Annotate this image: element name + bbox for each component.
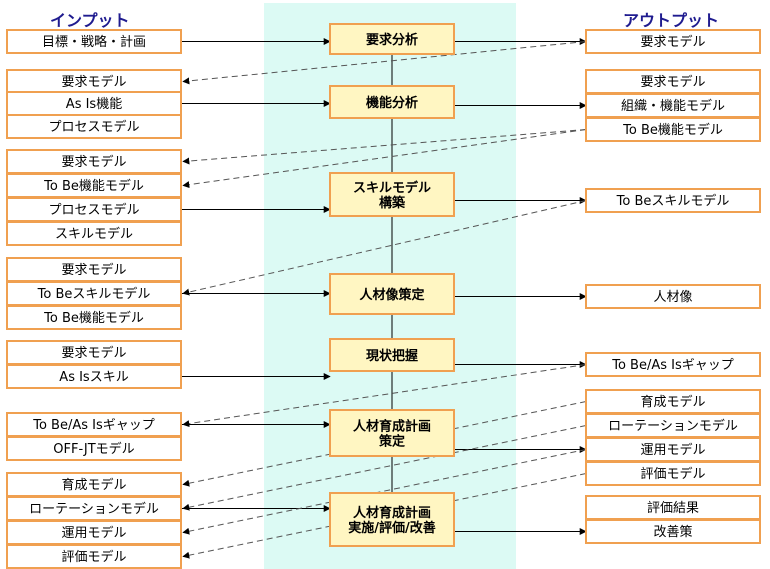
output-label: 運用モデル bbox=[640, 442, 705, 458]
input-label: 評価モデル bbox=[61, 549, 126, 565]
input-box bbox=[6, 364, 182, 389]
process-box-p1 bbox=[329, 23, 455, 55]
process-box-p3 bbox=[329, 172, 455, 217]
feedback-arrow bbox=[182, 200, 587, 296]
feedback-arrow bbox=[182, 364, 587, 428]
output-label: 評価結果 bbox=[647, 501, 699, 516]
input-label: ローテーションモデル bbox=[29, 501, 159, 517]
process-box-p2 bbox=[329, 85, 455, 119]
input-box bbox=[6, 114, 182, 139]
input-box bbox=[6, 305, 182, 330]
feedback-arrow bbox=[182, 425, 587, 511]
process-label: 人材育成計画 bbox=[353, 505, 431, 521]
input-label: To Be機能モデル bbox=[43, 310, 144, 326]
input-header: インプット bbox=[50, 11, 130, 30]
process-label: 機能分析 bbox=[366, 95, 418, 111]
output-label: 育成モデル bbox=[640, 394, 705, 410]
feedback-arrow bbox=[182, 129, 587, 189]
output-box bbox=[585, 519, 761, 544]
output-label: To Be/As Isギャップ bbox=[611, 358, 734, 373]
input-label: プロセスモデル bbox=[48, 202, 139, 218]
output-label: 改善策 bbox=[653, 524, 692, 540]
process-box-p4 bbox=[329, 273, 455, 315]
output-box bbox=[585, 29, 761, 54]
output-label: 人材像 bbox=[653, 290, 692, 305]
output-header: アウトプット bbox=[623, 11, 719, 30]
process-label: 策定 bbox=[379, 434, 405, 450]
input-box bbox=[6, 221, 182, 246]
output-label: 評価モデル bbox=[640, 466, 705, 482]
output-box bbox=[585, 284, 761, 309]
output-label: 要求モデル bbox=[640, 74, 705, 90]
input-label: As Isスキル bbox=[59, 370, 128, 385]
output-box bbox=[585, 461, 761, 486]
process-box-p6 bbox=[329, 409, 455, 457]
output-box bbox=[585, 188, 761, 213]
input-label: プロセスモデル bbox=[48, 119, 139, 135]
process-label: 実施/評価/改善 bbox=[348, 520, 436, 536]
input-label: As Is機能 bbox=[66, 97, 122, 112]
input-label: 要求モデル bbox=[61, 345, 126, 361]
feedback-arrow bbox=[182, 449, 587, 535]
process-label: 現状把握 bbox=[366, 348, 418, 364]
input-box bbox=[6, 544, 182, 569]
process-box-p5 bbox=[329, 338, 455, 372]
input-box bbox=[6, 29, 182, 54]
process-label: スキルモデル bbox=[353, 180, 431, 196]
output-label: 要求モデル bbox=[640, 34, 705, 50]
input-label: 目標・戦略・計画 bbox=[42, 34, 146, 50]
output-box bbox=[585, 352, 761, 377]
input-label: OFF-JTモデル bbox=[53, 441, 134, 457]
input-label: To Beスキルモデル bbox=[37, 286, 151, 302]
process-label: 人材育成計画 bbox=[353, 419, 431, 435]
output-label: ローテーションモデル bbox=[608, 418, 738, 434]
input-label: To Be機能モデル bbox=[43, 178, 144, 194]
input-box bbox=[6, 436, 182, 461]
output-label: 組織・機能モデル bbox=[621, 98, 725, 114]
input-label: 育成モデル bbox=[61, 477, 126, 493]
input-label: スキルモデル bbox=[55, 226, 133, 242]
input-label: 要求モデル bbox=[61, 154, 126, 170]
process-label: 構築 bbox=[379, 195, 406, 211]
output-label: To Be機能モデル bbox=[622, 122, 723, 138]
input-label: 要求モデル bbox=[61, 262, 126, 278]
feedback-arrow bbox=[182, 129, 587, 165]
process-box-p7 bbox=[329, 492, 455, 547]
input-label: To Be/As Isギャップ bbox=[32, 418, 155, 433]
input-label: 運用モデル bbox=[61, 525, 126, 541]
feedback-arrow bbox=[182, 41, 587, 85]
process-label: 要求分析 bbox=[366, 32, 418, 48]
output-label: To Beスキルモデル bbox=[616, 193, 730, 209]
process-label: 人材像策定 bbox=[359, 287, 424, 303]
output-box bbox=[585, 117, 761, 142]
input-label: 要求モデル bbox=[61, 74, 126, 90]
